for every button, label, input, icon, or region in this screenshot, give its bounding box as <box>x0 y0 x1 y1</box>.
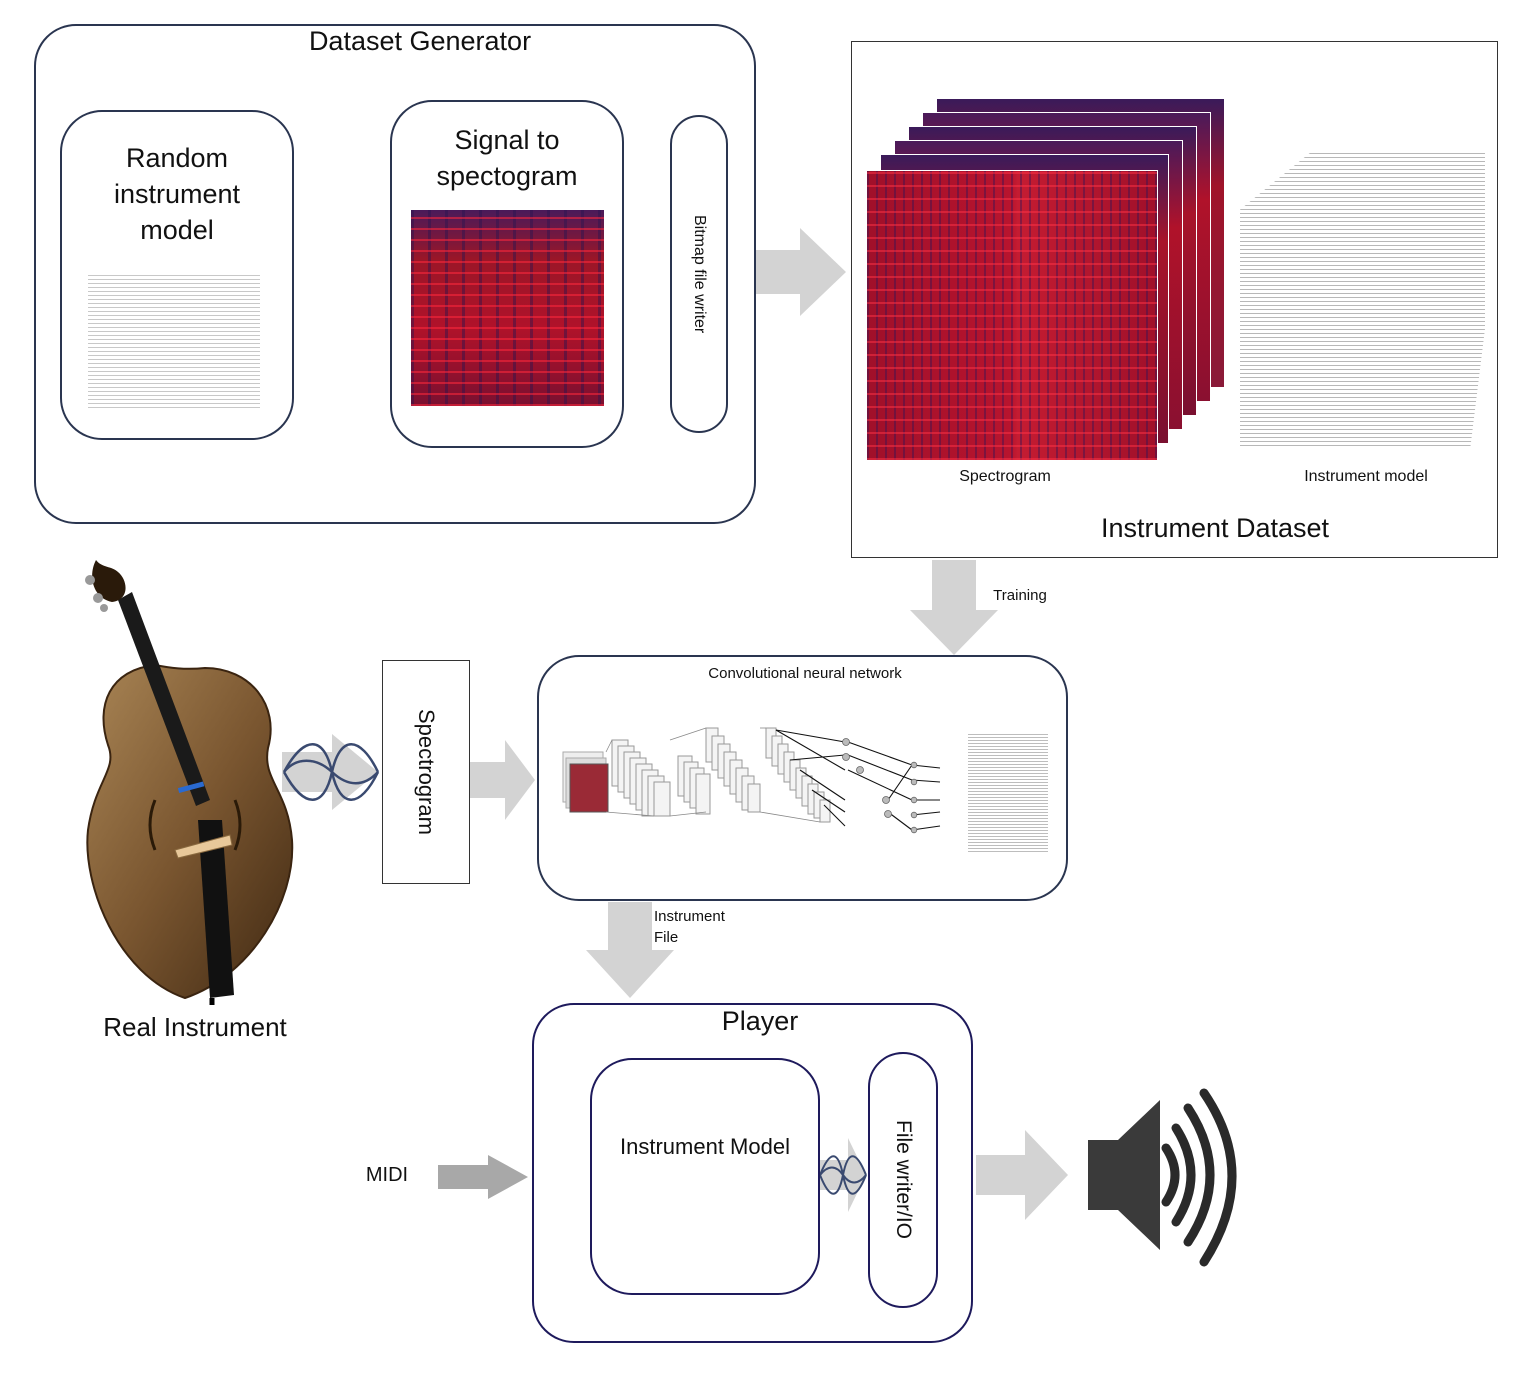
real-instrument-label: Real Instrument <box>103 1012 287 1042</box>
player-instrument-model-label: Instrument Model <box>620 1134 790 1159</box>
spectrogram-box-label: Spectrogram <box>414 709 439 835</box>
spectrogram-image <box>411 210 604 406</box>
instrument-model-data-text <box>88 272 260 410</box>
double-bass-icon <box>85 560 294 1005</box>
arrow-spectrogram-to-cnn <box>470 740 535 820</box>
sine-wave-icon <box>282 743 380 801</box>
midi-label: MIDI <box>365 1164 409 1186</box>
dataset-generator-title: Dataset Generator <box>308 26 532 56</box>
player-panel <box>532 1003 973 1343</box>
arrow-training <box>910 560 998 655</box>
cnn-label: Convolutional neural network <box>708 665 902 682</box>
spectrogram-stack <box>866 98 1226 461</box>
arrow-player-to-speaker <box>976 1130 1068 1220</box>
arrow-generator-to-dataset <box>755 228 846 316</box>
bitmap-file-writer-box <box>670 115 728 433</box>
player-instrument-model-box <box>590 1058 820 1295</box>
dataset-instrument-model-label: Instrument model <box>1304 468 1428 485</box>
instrument-dataset-title: Instrument Dataset <box>1100 513 1330 543</box>
instrument-model-stack <box>1240 150 1485 448</box>
cnn-panel <box>537 655 1068 901</box>
arrow-instrument-file <box>586 902 674 998</box>
cnn-diagram <box>562 727 941 834</box>
cnn-output-text <box>968 732 1048 854</box>
sine-wave-icon <box>819 1155 867 1195</box>
spectrogram-box <box>382 660 470 884</box>
dataset-spectrogram-label: Spectrogram <box>959 468 1051 485</box>
signal-to-spectogram-label: Signal to spectogram <box>436 125 578 191</box>
player-title: Player <box>721 1006 799 1036</box>
speaker-icon <box>1088 1088 1237 1267</box>
arrow-midi <box>438 1155 528 1199</box>
file-writer-io-label: File writer/IO <box>892 1120 915 1240</box>
random-instrument-model-label: Random instrument model <box>113 143 241 245</box>
file-writer-io-box <box>868 1052 938 1308</box>
training-label: Training <box>993 587 1047 604</box>
arrow-wave-2-bg <box>282 734 378 810</box>
bitmap-file-writer-label: Bitmap file writer <box>691 214 708 334</box>
instrument-file-label: Instrument File <box>654 908 725 946</box>
